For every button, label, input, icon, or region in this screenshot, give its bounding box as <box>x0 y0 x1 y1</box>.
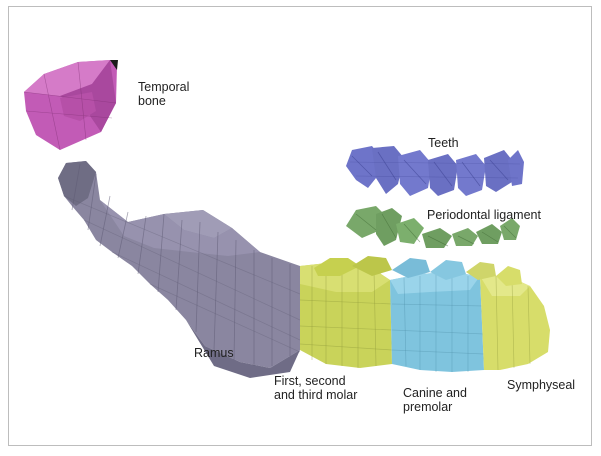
ramus-shape <box>58 161 300 378</box>
temporal-bone-shape <box>24 60 118 150</box>
label-periodontal-ligament: Periodontal ligament <box>427 208 541 222</box>
label-teeth: Teeth <box>428 136 459 150</box>
canine-premolar-region-shape <box>390 272 484 372</box>
molar-region-shape <box>300 262 392 368</box>
symphyseal-region-shape <box>480 276 550 370</box>
label-canine-premolar: Canine and premolar <box>403 386 467 414</box>
label-ramus: Ramus <box>194 346 234 360</box>
label-symphyseal: Symphyseal <box>507 378 575 392</box>
label-temporal-bone: Temporal bone <box>138 80 189 108</box>
label-molar: First, second and third molar <box>274 374 357 402</box>
teeth-row-shape <box>346 146 524 196</box>
